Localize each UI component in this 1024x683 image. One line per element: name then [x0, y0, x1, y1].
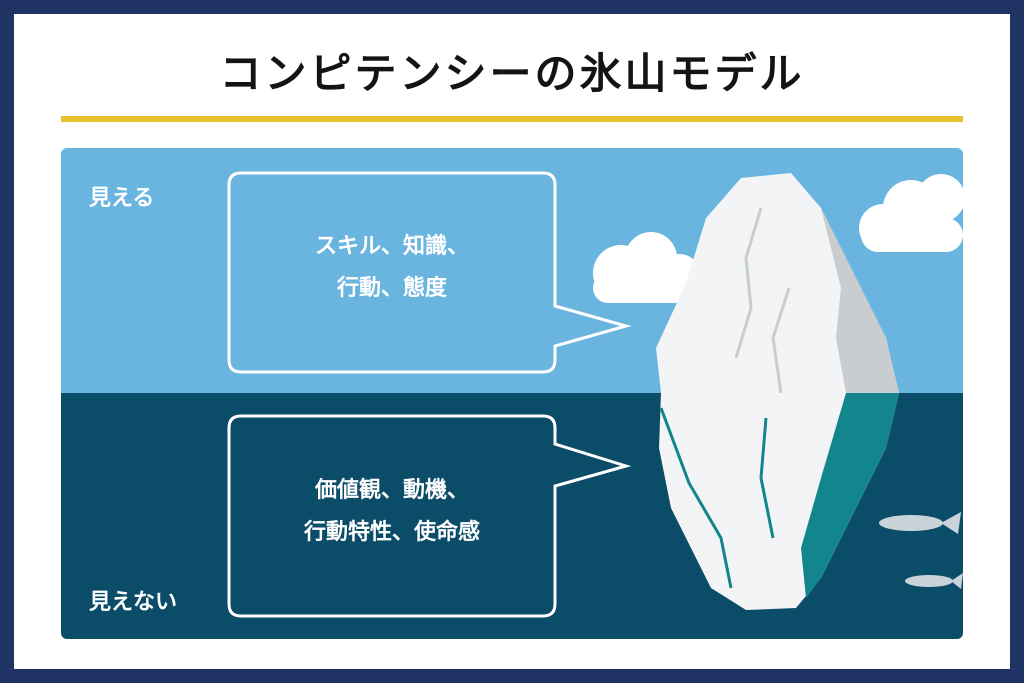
iceberg-below-water [659, 393, 899, 610]
fish-icon [879, 512, 961, 534]
callout-above-line1: スキル、知識、 [314, 234, 469, 259]
callout-above-text: スキル、知識、 行動、態度 [229, 226, 555, 310]
callout-below-line1: 価値観、動機、 [314, 478, 469, 503]
callout-below-line2: 行動特性、使命感 [303, 520, 480, 545]
callout-below-text: 価値観、動機、 行動特性、使命感 [229, 470, 555, 554]
iceberg-illustration [61, 148, 963, 639]
fish-icon [905, 573, 963, 589]
invisible-label: 見えない [89, 590, 178, 615]
page-title: コンピテンシーの氷山モデル [219, 49, 805, 98]
cloud-icon [859, 174, 963, 252]
callout-above-box [227, 171, 632, 374]
title-underline [61, 116, 963, 122]
visible-label: 見える [89, 186, 155, 211]
callout-below-box [227, 414, 632, 618]
callout-above-line2: 行動、態度 [336, 276, 447, 301]
iceberg-scene: 見える 見えない スキル、知識、 行動、態度 価値観、動機、 行動特性、使命感 [61, 148, 963, 639]
iceberg-above-water [656, 173, 899, 394]
